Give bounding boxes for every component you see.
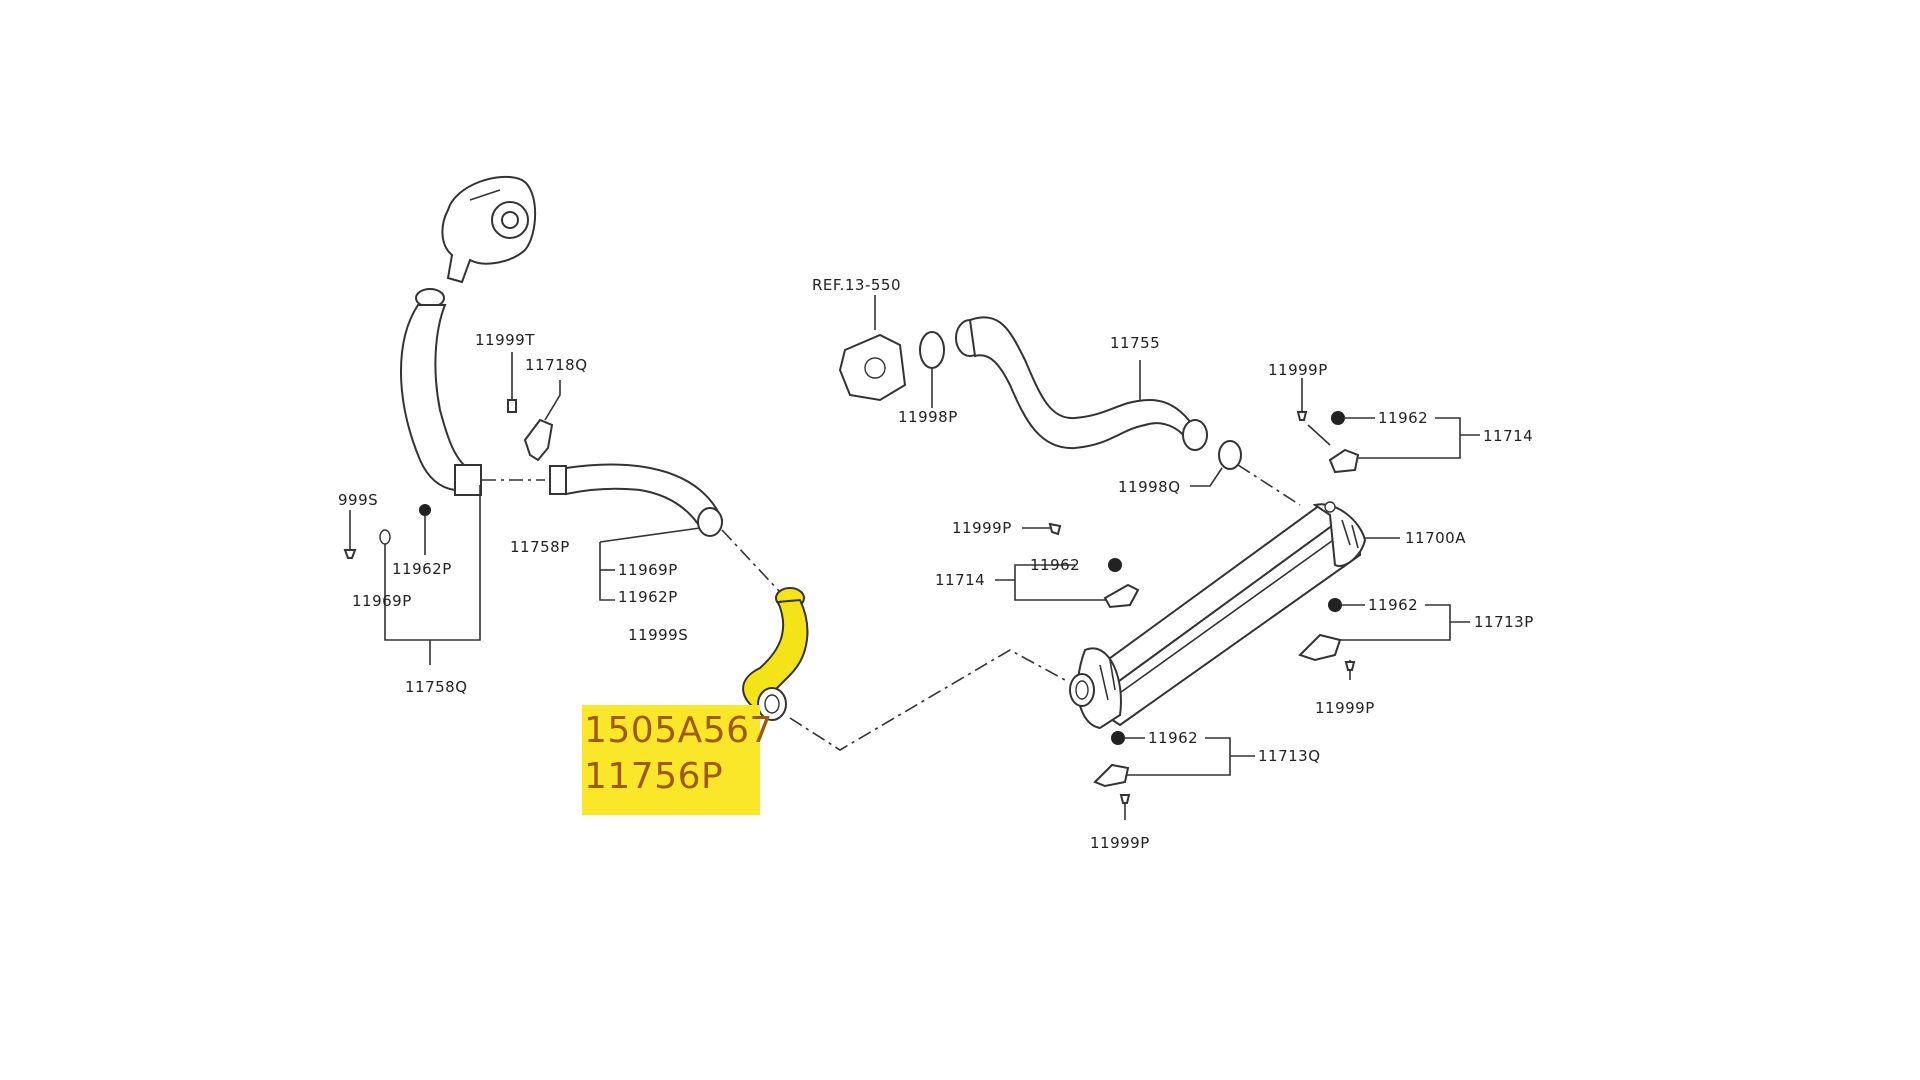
label-11962-low: 11962 [1148,729,1198,747]
hose-11758p [549,463,724,537]
label-11713p: 11713P [1474,613,1534,631]
label-11962-top: 11962 [1378,409,1428,427]
label-11962-right: 11962 [1368,596,1418,614]
highlighted-hose-11756p [742,587,809,721]
left-small-parts [343,485,481,665]
label-11713q: 11713Q [1258,747,1321,765]
label-11962p-left: 11962P [392,560,452,578]
label-11755: 11755 [1110,334,1160,352]
label-11998p: 11998P [898,408,958,426]
label-11700a: 11700A [1405,529,1466,547]
bracket-11718q [507,352,561,462]
label-11714-right: 11714 [1483,427,1533,445]
label-11962-mid: 11962 [1030,556,1080,574]
label-11999p-bottom: 11999P [1090,834,1150,852]
label-ref-13-550: REF.13-550 [812,276,901,294]
label-11718q: 11718Q [525,356,588,374]
leader-lines-middle [599,527,701,601]
bracket-11714-left [995,522,1140,609]
label-11969p-mid: 11969P [618,561,678,579]
label-11969p-left: 11969P [352,592,412,610]
hose-11755 [955,316,1208,451]
bracket-11714-top [1296,378,1480,474]
bracket-11713q [1093,731,1255,820]
throttle-body [838,295,907,402]
turbocharger [441,175,537,284]
label-11758p: 11758P [510,538,570,556]
label-11714-left: 11714 [935,571,985,589]
highlight-label-box [582,705,760,815]
highlight-ref-code: 11756P [584,756,724,797]
intercooler [1069,501,1400,730]
label-11999p-mid: 11999P [952,519,1012,537]
clamp-11998q [1190,440,1301,506]
label-11999p-right: 11999P [1315,699,1375,717]
label-11999s: 11999S [628,626,688,644]
label-999s: 999S [338,491,378,509]
label-11758q: 11758Q [405,678,468,696]
label-11999p-top: 11999P [1268,361,1328,379]
highlight-part-number: 1505A567 [584,710,773,751]
bracket-11713p [1298,598,1470,680]
label-11998q: 11998Q [1118,478,1181,496]
label-11962p-mid: 11962P [618,588,678,606]
label-11999t: 11999T [475,331,535,349]
clamp-11998p [919,331,945,408]
hose-11758q [400,288,482,496]
